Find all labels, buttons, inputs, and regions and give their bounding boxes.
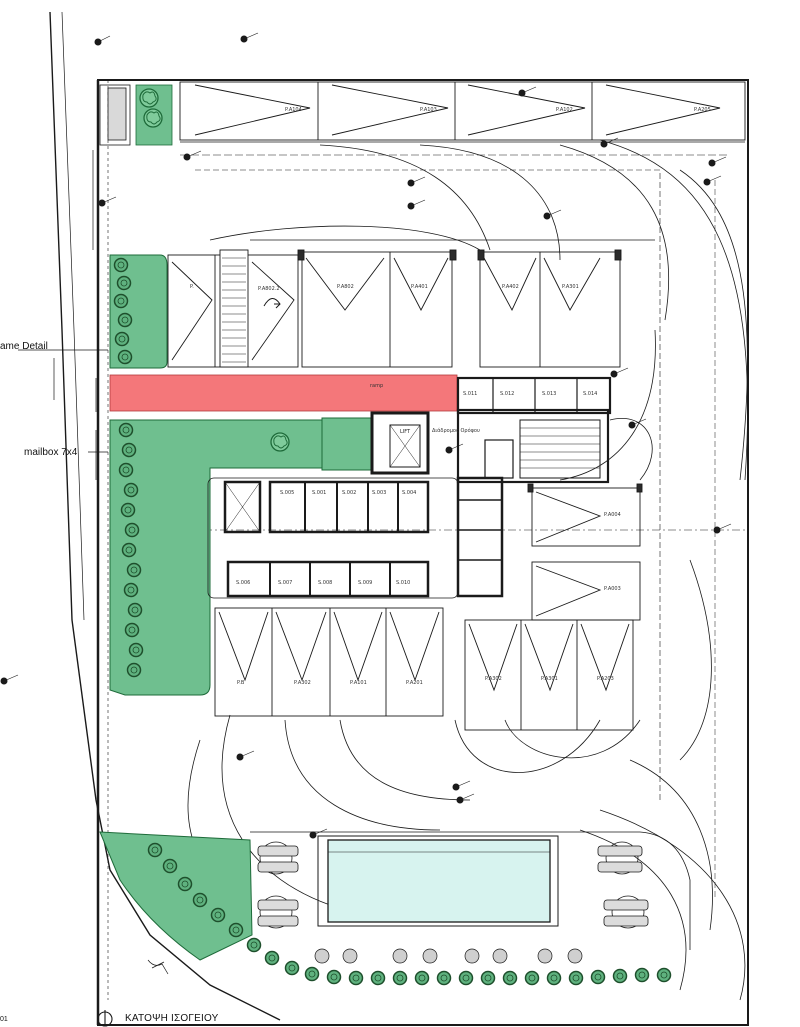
property-boundary bbox=[49, 11, 749, 1026]
parking-label: P.B bbox=[237, 680, 245, 686]
parking-label: P. bbox=[190, 284, 194, 290]
frame-detail-label: ame Detail bbox=[0, 341, 48, 352]
dimension-lines bbox=[18, 150, 169, 975]
walkway-label: ramp bbox=[370, 383, 383, 389]
drawing-title: ΚΑΤΟΨΗ ΙΣΟΓΕΙΟΥ bbox=[125, 1013, 219, 1024]
storage-label: S.001 bbox=[312, 490, 326, 496]
parking-label: P.A203 bbox=[597, 676, 614, 682]
top-parking-label: P.A205 bbox=[694, 107, 711, 113]
tree-symbol-icon bbox=[139, 88, 159, 108]
north-arrow-icon bbox=[97, 1010, 113, 1027]
parking-label: P.A401 bbox=[411, 284, 428, 290]
top-parking-label: P.A103 bbox=[420, 107, 437, 113]
landscape-area bbox=[99, 254, 373, 961]
sun-lounger-row bbox=[314, 948, 583, 964]
parking-label: P.A802 bbox=[337, 284, 354, 290]
top-parking-label: P.A104 bbox=[285, 107, 302, 113]
storage-label: S.005 bbox=[280, 490, 294, 496]
storage-upper-labels: S.011 S.012 S.013 S.014 bbox=[463, 391, 597, 397]
middle-parking-row bbox=[167, 249, 622, 368]
storage-label: S.010 bbox=[396, 580, 410, 586]
bottom-parking-right bbox=[464, 619, 634, 731]
parking-label: P.A302 bbox=[485, 676, 502, 682]
storage-label: S.004 bbox=[402, 490, 416, 496]
tree-symbol-icon bbox=[270, 432, 290, 452]
top-parking-row bbox=[179, 81, 746, 141]
parking-label: P.A301 bbox=[562, 284, 579, 290]
umbrella-table-icon bbox=[597, 841, 649, 929]
bottom-parking-left bbox=[214, 607, 444, 717]
storage-block bbox=[207, 476, 504, 599]
sheet-ref: 01 bbox=[0, 1016, 8, 1023]
mailbox-label: mailbox 7x4 bbox=[24, 447, 78, 458]
storage-label: S.013 bbox=[542, 391, 556, 397]
parking-label: P.A003 bbox=[604, 586, 621, 592]
storage-label: S.007 bbox=[278, 580, 292, 586]
parking-label: P.A301 bbox=[541, 676, 558, 682]
top-parking-label: P.A102 bbox=[556, 107, 573, 113]
storage-label: S.003 bbox=[372, 490, 386, 496]
parking-label: P.A402 bbox=[502, 284, 519, 290]
storage-label: S.006 bbox=[236, 580, 250, 586]
parking-label: P.A302 bbox=[294, 680, 311, 686]
tree-symbol-icon bbox=[143, 108, 163, 128]
storage-label: S.012 bbox=[500, 391, 514, 397]
storage-label: S.002 bbox=[342, 490, 356, 496]
highlighted-walkway bbox=[109, 374, 458, 412]
storage-label: S.014 bbox=[583, 391, 597, 397]
lift-label: LIFT bbox=[400, 429, 411, 435]
storage-label: S.008 bbox=[318, 580, 332, 586]
storage-label: S.009 bbox=[358, 580, 372, 586]
umbrella-table-icon bbox=[257, 841, 299, 929]
parking-label: P.A802.2 bbox=[258, 286, 280, 292]
turn-arrow-icon bbox=[263, 298, 281, 309]
storage-lower-labels: S.001 S.002 S.003 S.004 S.005 S.006 S.00… bbox=[236, 490, 416, 586]
parking-label: P.A201 bbox=[406, 680, 423, 686]
right-parking-column bbox=[527, 483, 643, 621]
elevation-marker-icon bbox=[0, 32, 732, 839]
parking-label: P.A004 bbox=[604, 512, 621, 518]
corridor-label: Διάδρομος Ορόφου bbox=[432, 427, 480, 434]
parking-label: P.A101 bbox=[350, 680, 367, 686]
pool-deck bbox=[250, 831, 691, 950]
storage-label: S.011 bbox=[463, 391, 477, 397]
